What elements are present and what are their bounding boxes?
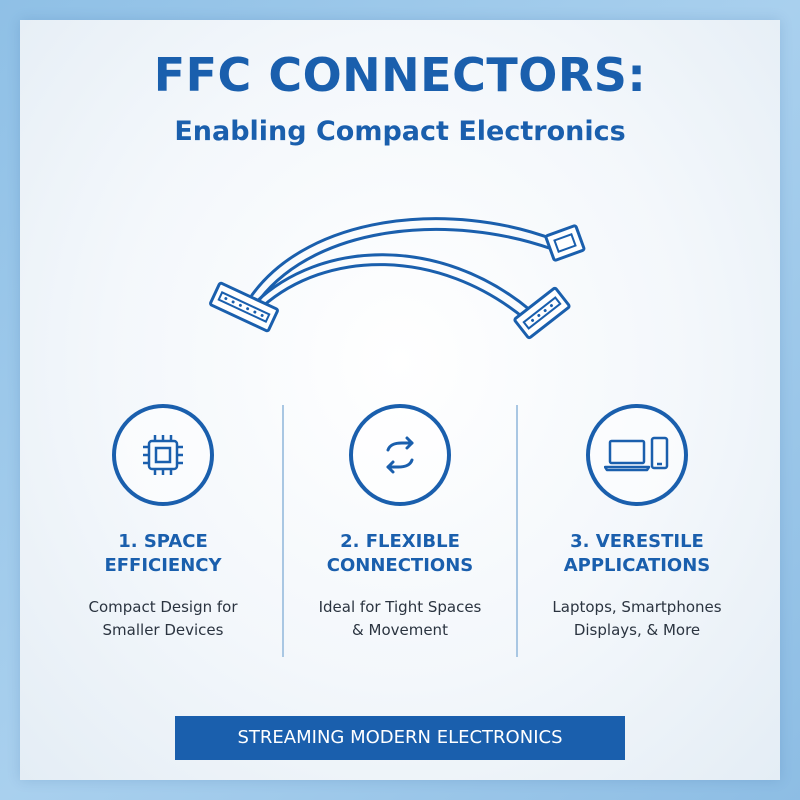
feature-title: 1. SPACE EFFICIENCY	[104, 531, 222, 576]
column-divider	[516, 405, 518, 657]
ffc-cable-icon	[209, 217, 586, 340]
feature-title: 2. FLEXIBLE CONNECTIONS	[326, 531, 474, 576]
chip-icon	[143, 435, 183, 475]
infographic-card	[20, 20, 780, 780]
feature-description: Ideal for Tight Spaces & Movement	[318, 598, 482, 639]
page-subtitle: Enabling Compact Electronics	[174, 116, 626, 147]
feature-versatile-applications: 3. VERESTILE APPLICATIONS Laptops, Smart…	[522, 402, 752, 652]
feature-icon-circle	[349, 404, 451, 506]
feature-flexible-connections: 2. FLEXIBLE CONNECTIONS Ideal for Tight …	[285, 402, 515, 652]
laptop-phone-icon	[604, 436, 669, 472]
footer-banner: STREAMING MODERN ELECTRONICS	[175, 716, 625, 760]
feature-description: Compact Design for Smaller Devices	[88, 598, 238, 639]
feature-description: Laptops, Smartphones Displays, & More	[552, 598, 722, 639]
feature-icon-circle	[586, 404, 688, 506]
swap-arrows-icon	[386, 436, 414, 474]
feature-space-efficiency: 1. SPACE EFFICIENCY Compact Design for S…	[48, 402, 278, 652]
feature-icon-circle	[112, 404, 214, 506]
page-title: FFC CONNECTORS:	[153, 48, 647, 102]
feature-title: 3. VERESTILE APPLICATIONS	[563, 531, 711, 576]
column-divider	[282, 405, 284, 657]
